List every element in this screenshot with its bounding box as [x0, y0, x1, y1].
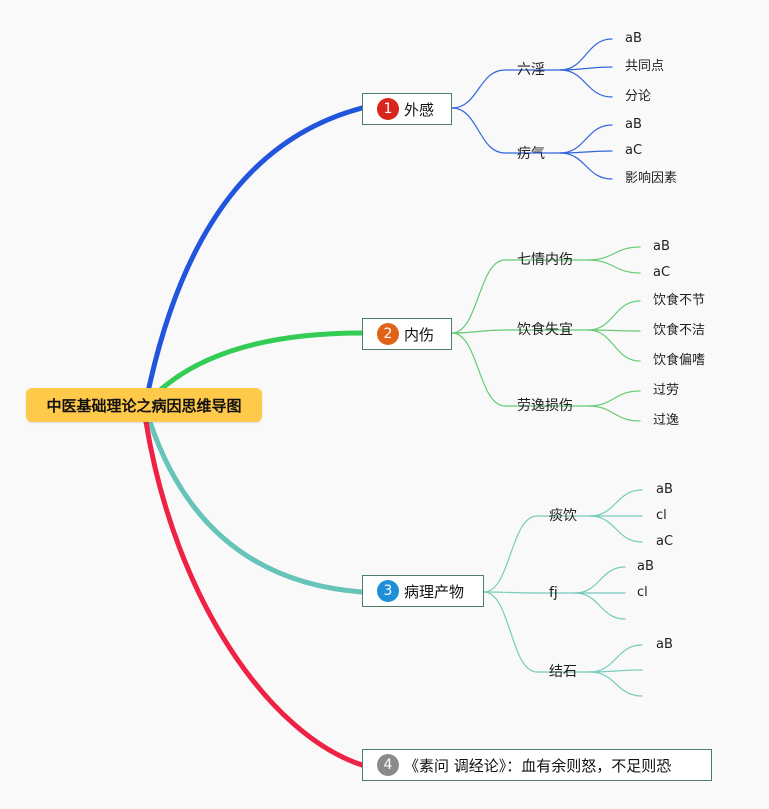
- leaf-label[interactable]: 饮食不洁: [653, 323, 706, 338]
- leaf-label[interactable]: 影响因素: [625, 171, 678, 186]
- subtopic-connector: [451, 259, 506, 334]
- leaf-connector: [589, 644, 643, 673]
- root-label: 中医基础理论之病因思维导图: [46, 396, 242, 415]
- subtopic-label[interactable]: 痰饮: [549, 508, 577, 524]
- leaf-label[interactable]: aB: [625, 31, 642, 46]
- subtopic-label[interactable]: 劳逸损伤: [517, 398, 573, 414]
- leaf-connector: [559, 124, 613, 154]
- root-node[interactable]: 中医基础理论之病因思维导图: [26, 388, 262, 422]
- main-branch-connector: [147, 419, 365, 595]
- leaf-connector: [559, 152, 613, 180]
- number-badge-icon: 4: [377, 754, 399, 776]
- leaf-label[interactable]: aC: [653, 265, 671, 280]
- leaf-connector: [574, 592, 626, 620]
- subtopic-connector: [483, 515, 538, 593]
- branch-node-pathological-products[interactable]: 3 病理产物: [362, 575, 484, 607]
- leaf-label[interactable]: 过逸: [653, 413, 680, 428]
- number-badge-icon: 2: [377, 323, 399, 345]
- branch-node-internal[interactable]: 2 内伤: [362, 318, 452, 350]
- leaf-label[interactable]: 饮食不节: [653, 293, 706, 308]
- main-branch-connector: [143, 419, 365, 768]
- leaf-label[interactable]: aC: [625, 143, 643, 158]
- subtopic-connector: [451, 69, 506, 109]
- branch-label: 外感: [404, 100, 435, 119]
- subtopic-label[interactable]: 六淫: [517, 62, 545, 78]
- leaf-connector: [587, 390, 641, 407]
- leaf-connector: [559, 38, 613, 71]
- subtopic-connector: [451, 329, 506, 334]
- leaf-label[interactable]: 共同点: [625, 59, 665, 74]
- subtopic-label[interactable]: fj: [549, 585, 558, 601]
- leaf-label[interactable]: aB: [656, 482, 673, 497]
- number-badge-icon: 1: [377, 98, 399, 120]
- subtopic-label[interactable]: 结石: [549, 664, 577, 680]
- subtopic-connector: [483, 591, 538, 673]
- main-branch-connector: [155, 330, 365, 395]
- leaf-label[interactable]: aB: [637, 559, 654, 574]
- branch-label: 《素问 调经论》：血有余则怒，不足则恐: [404, 756, 672, 775]
- main-branch-connector: [145, 105, 365, 395]
- leaf-label[interactable]: cl: [656, 508, 667, 523]
- subtopic-label[interactable]: 饮食失宜: [517, 322, 573, 338]
- leaf-connector: [587, 405, 641, 422]
- leaf-connector: [559, 69, 613, 98]
- branch-node-external[interactable]: 1 外感: [362, 93, 452, 125]
- leaf-label[interactable]: aB: [625, 117, 642, 132]
- subtopic-connector: [451, 107, 506, 154]
- leaf-connector: [589, 515, 643, 543]
- leaf-label[interactable]: aC: [656, 534, 674, 549]
- branch-label: 病理产物: [404, 582, 465, 601]
- leaf-label[interactable]: 分论: [625, 89, 652, 104]
- branch-node-quote[interactable]: 4 《素问 调经论》：血有余则怒，不足则恐: [362, 749, 712, 781]
- number-badge-icon: 3: [377, 580, 399, 602]
- leaf-connector: [574, 566, 626, 594]
- leaf-label[interactable]: aB: [653, 239, 670, 254]
- leaf-connector: [587, 329, 641, 362]
- leaf-connector: [589, 671, 643, 697]
- leaf-label[interactable]: aB: [656, 637, 673, 652]
- leaf-label[interactable]: 过劳: [653, 383, 680, 398]
- subtopic-label[interactable]: 七情内伤: [517, 252, 573, 268]
- branch-label: 内伤: [404, 325, 435, 344]
- leaf-label[interactable]: 饮食偏嗜: [653, 353, 706, 368]
- subtopic-label[interactable]: 疠气: [517, 146, 545, 162]
- leaf-label[interactable]: cl: [637, 585, 648, 600]
- leaf-connector: [589, 489, 643, 517]
- leaf-connector: [587, 300, 641, 331]
- subtopic-connector: [451, 332, 506, 407]
- subtopic-connector: [483, 591, 538, 594]
- leaf-connector: [587, 246, 641, 261]
- leaf-connector: [587, 259, 641, 274]
